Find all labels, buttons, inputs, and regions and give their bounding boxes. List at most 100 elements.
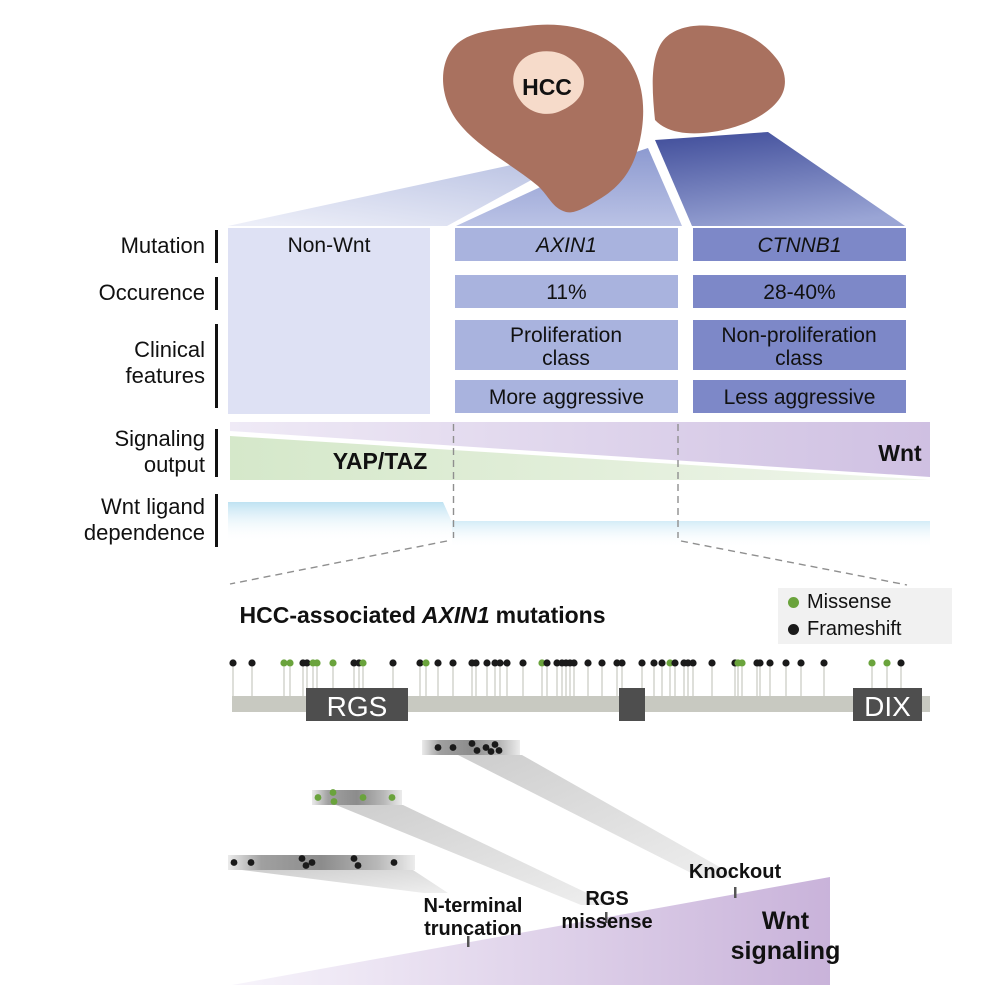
class-bar-dot — [495, 747, 503, 754]
ligand-band-high — [228, 502, 452, 542]
mutation-dot-frameshift — [650, 659, 658, 667]
mutation-dot-missense — [422, 659, 430, 667]
mutation-legend: Missense Frameshift — [778, 588, 952, 644]
row-label-mutation: Mutation — [120, 233, 205, 258]
ligand-band-low — [452, 521, 930, 548]
mutation-dot-missense — [359, 659, 367, 667]
mutation-dot-frameshift — [248, 659, 256, 667]
cell-axin1-aggressive — [455, 380, 678, 413]
mutation-dot-frameshift — [820, 659, 828, 667]
protein-domain — [619, 688, 645, 721]
mutation-dot-frameshift — [638, 659, 646, 667]
mutation-dot-missense — [313, 659, 321, 667]
legend-frameshift-row: Frameshift — [788, 618, 952, 641]
axin1-occurrence-value: 11% — [546, 281, 587, 304]
mutation-dot-frameshift — [350, 659, 358, 667]
axin1-label: AXIN1 — [536, 234, 597, 257]
mutation-dot-frameshift — [389, 659, 397, 667]
row-label-signaling-output: Signaling output — [114, 426, 205, 477]
mutation-dot-frameshift — [797, 659, 805, 667]
hcc-label: HCC — [522, 74, 572, 100]
protein-domain — [306, 688, 408, 721]
cell-axin1-header — [455, 228, 678, 261]
row-label-clinical-features: Clinical features — [125, 337, 206, 388]
class-bar — [312, 790, 402, 805]
protein-domain-label: DIX — [864, 691, 911, 722]
class-bar-dot — [434, 744, 442, 751]
mutation-dot-missense — [280, 659, 288, 667]
mutation-dot-frameshift — [766, 659, 774, 667]
mutation-dot-frameshift — [543, 659, 551, 667]
mutation-dot-frameshift — [229, 659, 237, 667]
wnt-band-label: Wnt — [878, 440, 922, 466]
axin1-lollipop-plot: RGS DIX — [229, 659, 930, 722]
missense-label: Missense — [807, 591, 892, 613]
cell-ctnnb1-header — [693, 228, 906, 261]
mutation-dot-frameshift — [897, 659, 905, 667]
mutation-dot-frameshift — [416, 659, 424, 667]
hcc-tumor-patch — [513, 51, 585, 114]
ctnnb1-label: CTNNB1 — [757, 234, 842, 257]
mutation-dot-frameshift — [756, 659, 764, 667]
lollipop-title-prefix: HCC-associated — [239, 602, 416, 628]
mutation-class-bars — [228, 740, 520, 870]
liver-left-lobe — [443, 24, 644, 213]
axin1-aggressiveness: More aggressive — [488, 386, 645, 409]
class-bar-dot — [302, 862, 310, 869]
cell-ctnnb1-occurrence — [693, 275, 906, 308]
fan-non-wnt — [228, 148, 590, 226]
mutation-dot-missense — [883, 659, 891, 667]
lollipop-title-gene: AXIN1 — [421, 602, 490, 628]
mutation-dot-frameshift — [449, 659, 457, 667]
mutation-dot-frameshift — [491, 659, 499, 667]
knockout-label: Knockout — [688, 861, 782, 883]
cell-ctnnb1-aggressive — [693, 380, 906, 413]
row-label-wnt-ligand-dependence: Wnt ligand dependence — [83, 494, 205, 545]
mutation-dot-frameshift — [570, 659, 578, 667]
cell-axin1-occurrence — [455, 275, 678, 308]
mutation-dot-missense — [286, 659, 294, 667]
class-bar-dot — [359, 794, 367, 801]
yap-taz-label: YAP/TAZ — [332, 448, 428, 474]
frameshift-dot-icon — [788, 624, 799, 635]
axin1-clinical-class: Proliferation class — [509, 324, 623, 370]
non-wnt-label: Non-Wnt — [287, 234, 371, 257]
mutation-dot-frameshift — [658, 659, 666, 667]
class-bar-dot — [329, 789, 337, 796]
mutation-dot-frameshift — [684, 659, 692, 667]
class-bar-dot — [330, 798, 338, 805]
class-bar-dot — [230, 859, 238, 866]
missense-dot-icon — [788, 597, 799, 608]
frameshift-label: Frameshift — [807, 618, 902, 640]
protein-domain-label: RGS — [327, 691, 388, 722]
row-label-bars — [215, 230, 218, 547]
class-bar-dot — [388, 794, 396, 801]
mutation-dot-frameshift — [613, 659, 621, 667]
mutation-dot-frameshift — [496, 659, 504, 667]
liver-right-lobe — [652, 25, 785, 134]
class-bar-dot — [354, 862, 362, 869]
label-ticks — [467, 887, 737, 947]
mutation-dot-frameshift — [434, 659, 442, 667]
mutation-dot-frameshift — [708, 659, 716, 667]
mutation-dot-missense — [666, 659, 674, 667]
class-bar-dot — [491, 741, 499, 748]
class-bar-dot — [308, 859, 316, 866]
cell-ctnnb1-class — [693, 320, 906, 370]
class-bar-dot — [449, 744, 457, 751]
class-bar-dot — [247, 859, 255, 866]
mutation-dot-frameshift — [503, 659, 511, 667]
class-bar-dot — [350, 855, 358, 862]
cell-non-wnt — [228, 228, 430, 414]
mutation-dot-missense — [868, 659, 876, 667]
fan-ctnnb1 — [655, 132, 905, 226]
mutation-dot-frameshift — [553, 659, 561, 667]
class-bar-dot — [482, 744, 490, 751]
dashed-guides — [229, 424, 908, 586]
mutation-dot-frameshift — [303, 659, 311, 667]
mutation-dot-frameshift — [584, 659, 592, 667]
class-bar — [228, 855, 415, 870]
